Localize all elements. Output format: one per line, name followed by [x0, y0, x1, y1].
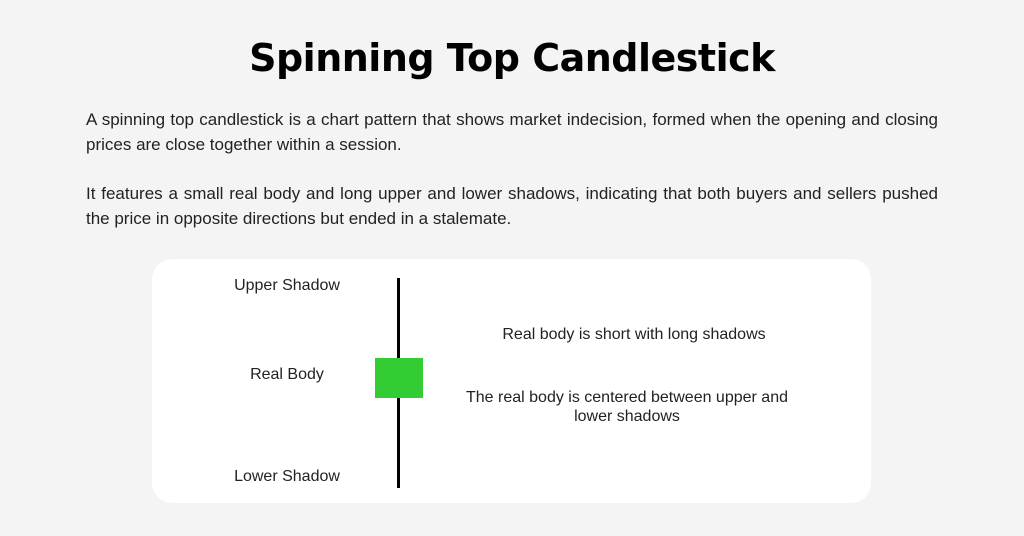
page-title: Spinning Top Candlestick — [249, 36, 775, 80]
upper-shadow-label: Upper Shadow — [234, 277, 340, 294]
diagram-card: Upper Shadow Real Body Lower Shadow Real… — [152, 259, 871, 503]
real-body-label: Real Body — [250, 366, 324, 383]
lower-shadow-label: Lower Shadow — [234, 468, 340, 485]
note-centered-body: The real body is centered between upper … — [466, 389, 788, 425]
features-paragraph: It features a small real body and long u… — [86, 184, 938, 228]
note-short-body: Real body is short with long shadows — [502, 326, 766, 343]
intro-paragraph: A spinning top candlestick is a chart pa… — [86, 110, 938, 154]
candlestick-real-body — [375, 358, 423, 398]
